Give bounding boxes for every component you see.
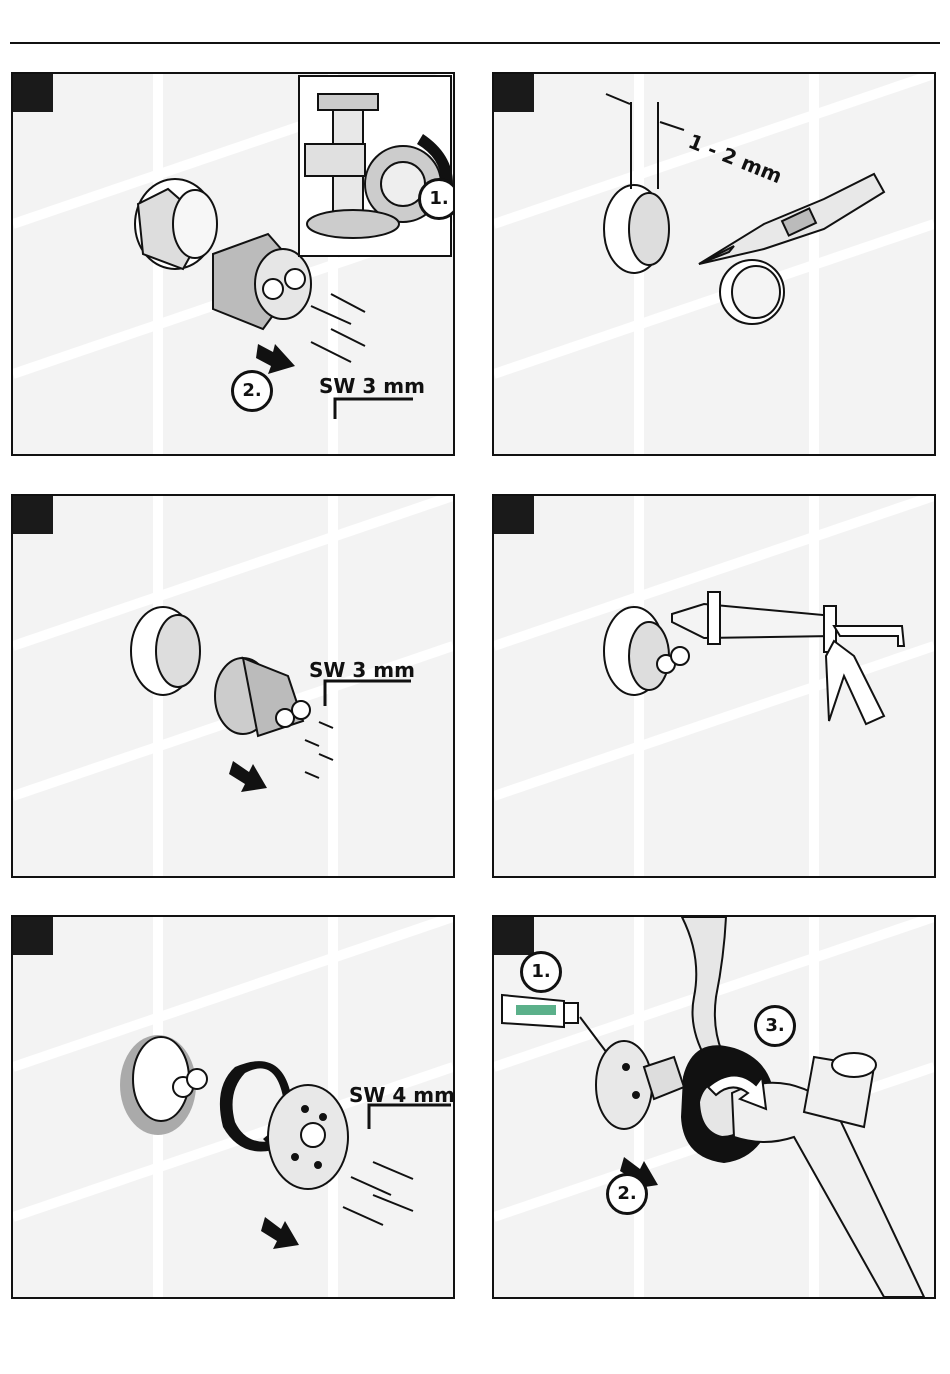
panel-step-5: SW 4 mm (11, 915, 455, 1299)
step-badge (494, 496, 534, 534)
top-rule (10, 42, 940, 44)
panel-2-illustration (494, 74, 934, 454)
wrench-size-label: SW 4 mm (349, 1083, 455, 1107)
panel-step-4 (492, 494, 936, 878)
panel-step-2: 1 - 2 mm (492, 72, 936, 456)
panel-step-1: 1. 2. SW 3 mm (11, 72, 455, 456)
step-3-marker: 3. (754, 1005, 796, 1047)
screws (343, 1162, 413, 1225)
step-2-marker: 2. (231, 370, 273, 412)
hex-key-icon (335, 399, 413, 419)
step-badge (13, 496, 53, 534)
step-badge (494, 917, 534, 955)
arrow-icon (229, 761, 267, 792)
panel-step-3: SW 3 mm (11, 494, 455, 878)
step-badge (13, 917, 53, 955)
wrench-size-label: SW 3 mm (319, 374, 425, 398)
step-2-marker: 2. (606, 1173, 648, 1215)
caulk-gun-icon (672, 592, 904, 724)
arrow-icon (261, 1217, 299, 1249)
panel-5-illustration (13, 917, 453, 1297)
step-1-marker: 1. (418, 178, 455, 220)
panel-4-illustration (494, 496, 934, 876)
hex-key-icon (369, 1105, 451, 1129)
step-1-marker: 1. (520, 951, 562, 993)
arrow-icon (256, 344, 295, 374)
step-badge (13, 74, 53, 112)
panel-3-illustration (13, 496, 453, 876)
step-badge (494, 74, 534, 112)
panel-step-6: 1. 2. 3. (492, 915, 936, 1299)
wrench-size-label: SW 3 mm (309, 658, 415, 682)
